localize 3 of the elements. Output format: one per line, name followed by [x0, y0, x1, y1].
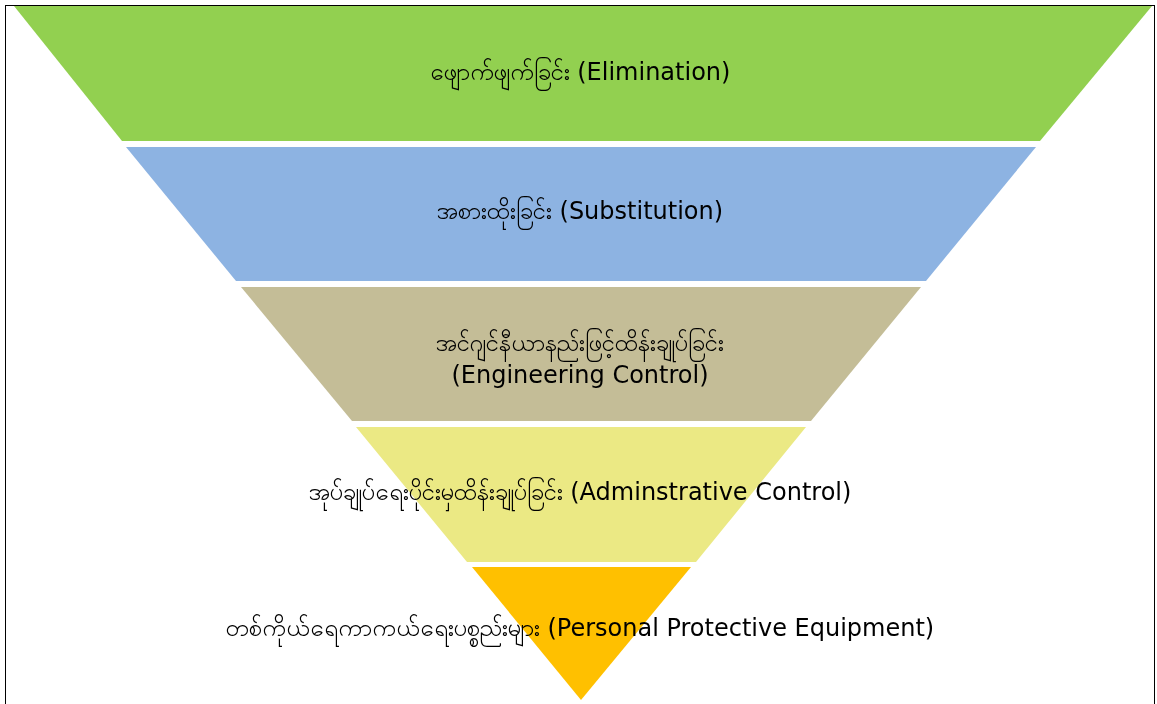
band-label: အင်ဂျင်နီယာနည်းဖြင့်ထိန်းချုပ်ခြင်း (Engineering Control) — [435, 327, 725, 391]
band-label: ဖျောက်ဖျက်ခြင်း (Elimination) — [429, 55, 731, 89]
band-label: အစားထိုးခြင်း (Substitution) — [436, 194, 724, 228]
